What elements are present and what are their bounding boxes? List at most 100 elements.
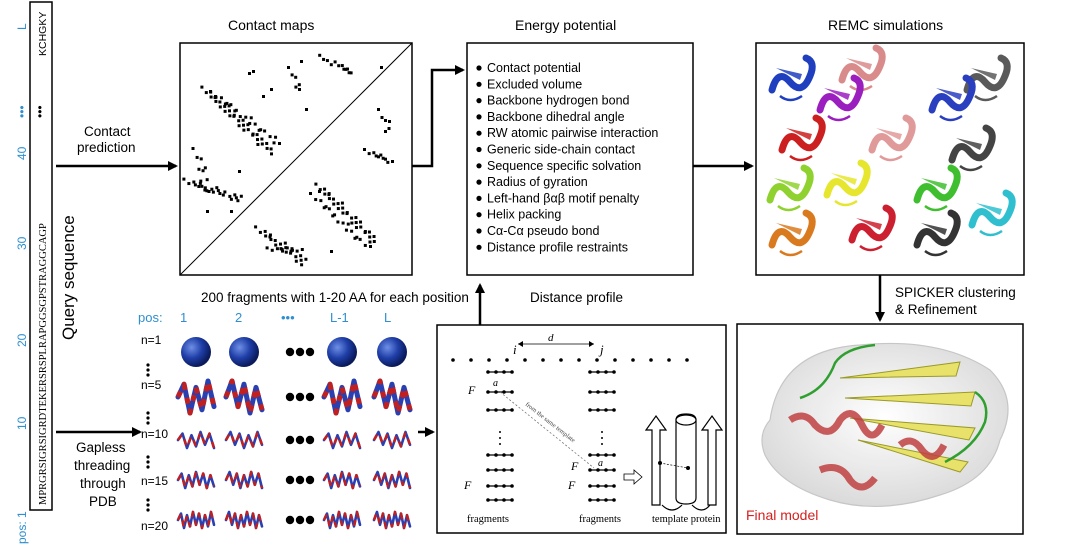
energy-bullet [476, 179, 482, 185]
energy-bullet [476, 114, 482, 120]
fragment-stick [176, 470, 216, 490]
fragments-row-n10: n=10 [141, 427, 168, 441]
dp-seq-dot [559, 358, 563, 362]
fragment-stick [223, 378, 265, 416]
contact-map-dots [182, 53, 394, 267]
contact-dot [219, 96, 223, 100]
dp-fragment-atom [510, 453, 514, 457]
contact-dot [299, 258, 303, 262]
contact-dot [344, 228, 348, 232]
contact-dot [363, 230, 367, 234]
contact-dot [238, 115, 242, 119]
energy-title: Energy potential [515, 17, 616, 33]
dp-seq-dot [487, 358, 491, 362]
contact-dot [262, 95, 265, 98]
contact-dot [249, 116, 253, 120]
dp-template-label: template protein [652, 514, 721, 525]
contact-dot [221, 193, 225, 197]
fragment-stick [224, 470, 264, 490]
dp-fragment-atom [502, 370, 506, 374]
dp-fragment-atom [510, 370, 514, 374]
contact-dot [322, 206, 326, 210]
dp-fragment-atom [612, 408, 616, 412]
contact-dot [209, 90, 212, 93]
contact-dot [327, 197, 331, 201]
dp-label-fj200: F [567, 478, 576, 492]
dp-seq-dot [577, 358, 581, 362]
contact-dot [198, 181, 202, 185]
fragment-stick [176, 430, 216, 450]
contact-dot [284, 250, 288, 254]
fragments-row-n15: n=15 [141, 474, 168, 488]
dp-fragment-atom [494, 484, 498, 488]
contact-dot [207, 190, 211, 193]
contact-dot [324, 205, 328, 209]
contact-dot [265, 246, 269, 250]
contact-dot [270, 88, 273, 91]
dp-fragment-atom [502, 390, 506, 394]
contact-dot [270, 248, 274, 252]
contact-dot [232, 113, 236, 117]
dp-label-ajl: a [598, 458, 603, 469]
contact-dot [279, 242, 283, 246]
dp-seq-dot [685, 358, 689, 362]
contact-dot [369, 245, 372, 248]
dp-fragment-atom [588, 408, 592, 412]
dp-seq-dot [595, 358, 599, 362]
dp-seq-dot [667, 358, 671, 362]
contact-dot [289, 251, 293, 255]
contact-dot [368, 240, 372, 244]
energy-term: Backbone hydrogen bond [487, 94, 630, 108]
dp-fragment-atom [494, 453, 498, 457]
contact-dot [319, 199, 323, 203]
remc-model [768, 209, 816, 257]
fragment-row-dot [146, 373, 150, 377]
contact-dot [257, 128, 261, 132]
contact-dot [223, 104, 227, 108]
contact-dot [298, 88, 301, 91]
dp-fragment-atom [494, 370, 498, 374]
contact-dot [273, 239, 277, 243]
fragments-col-ellipsis: ••• [281, 310, 295, 325]
contact-dot [253, 122, 257, 126]
contact-dot [215, 186, 219, 190]
contact-dot [214, 99, 218, 103]
contact-dot [294, 255, 298, 259]
contact-dot [281, 249, 285, 253]
energy-bullet [476, 212, 482, 218]
dp-label-fj1: F [570, 459, 579, 473]
remc-model [868, 114, 916, 162]
fragments-row-n20: n=20 [141, 519, 168, 533]
contact-dot [254, 225, 258, 229]
contact-dot [290, 73, 294, 77]
dp-fragments-label-2: fragments [579, 514, 621, 525]
contact-dot [203, 186, 207, 190]
dp-fragment-vdot [601, 443, 603, 445]
dp-label-dij: d [548, 332, 554, 344]
contact-dot [200, 85, 204, 89]
contact-dot [270, 152, 273, 156]
fragment-row-dot [146, 508, 150, 512]
contact-dot [377, 108, 380, 111]
remc-model [816, 74, 864, 122]
contact-dot [350, 221, 354, 225]
contact-dot [223, 102, 227, 106]
fragment-ellipsis-dot [295, 347, 305, 357]
contact-dot [206, 210, 209, 213]
dp-fragment-atom [588, 390, 592, 394]
energy-term: Contact potential [487, 61, 581, 75]
contact-dot [199, 157, 203, 161]
dp-fragments-label-1: fragments [467, 514, 509, 525]
contact-dot [386, 160, 390, 164]
contact-dot [256, 138, 259, 142]
fragment-sphere [377, 337, 407, 367]
dp-fragment-atom [596, 453, 600, 457]
dp-fragment-atom [486, 408, 490, 412]
dp-fragment-atom [486, 468, 490, 472]
contact-dot [204, 91, 208, 95]
contact-dot [201, 169, 205, 173]
fragment-ellipsis-dot [295, 435, 305, 445]
remc-model [848, 204, 896, 252]
dp-seq-dot [613, 358, 617, 362]
fragment-ellipsis-dot [285, 435, 295, 445]
